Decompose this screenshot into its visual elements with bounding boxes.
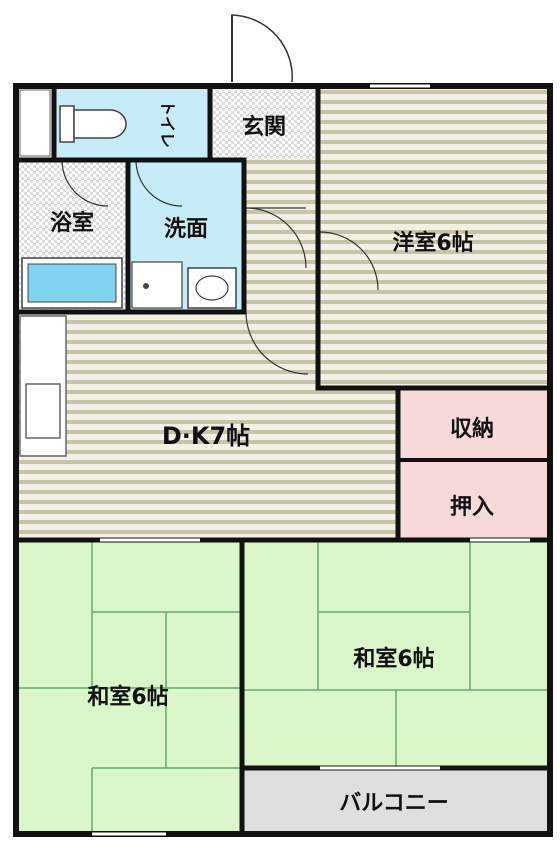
toilet-side-niche <box>19 89 51 157</box>
kitchen-counter <box>19 315 67 457</box>
dk-floor <box>18 312 398 538</box>
japanese-room-left-label: 和室6帖 <box>87 684 168 710</box>
japanese-room-right-label: 和室6帖 <box>353 646 434 672</box>
bathtub-icon <box>21 257 123 309</box>
bath-label: 浴室 <box>50 210 94 236</box>
balcony-label: バルコニー <box>339 791 449 816</box>
walls <box>13 83 553 837</box>
dk-label: D·K7帖 <box>162 422 250 450</box>
entrance-floor <box>210 88 318 160</box>
entrance-label: 玄関 <box>242 114 286 140</box>
entrance-door[interactable] <box>231 14 293 83</box>
washroom-label: 洗面 <box>164 217 208 242</box>
japanese-room-left-floor <box>18 538 242 832</box>
japanese-room-right-floor <box>242 538 548 768</box>
washing-machine-space <box>131 261 183 309</box>
windows <box>92 84 530 836</box>
closet-label: 押入 <box>450 494 494 520</box>
balcony-floor <box>242 768 548 832</box>
hallway-floor <box>244 160 320 320</box>
tatami-lines-left <box>18 538 242 832</box>
storage-label: 収納 <box>450 416 494 442</box>
closet-floor <box>398 460 548 538</box>
toilet-label: トイレ <box>158 100 177 148</box>
toilet-icon <box>59 105 127 143</box>
western-room-label: 洋室6帖 <box>392 230 473 256</box>
washbasin-icon <box>187 267 237 309</box>
storage-floor <box>398 388 548 460</box>
tatami-lines-right <box>242 538 548 768</box>
